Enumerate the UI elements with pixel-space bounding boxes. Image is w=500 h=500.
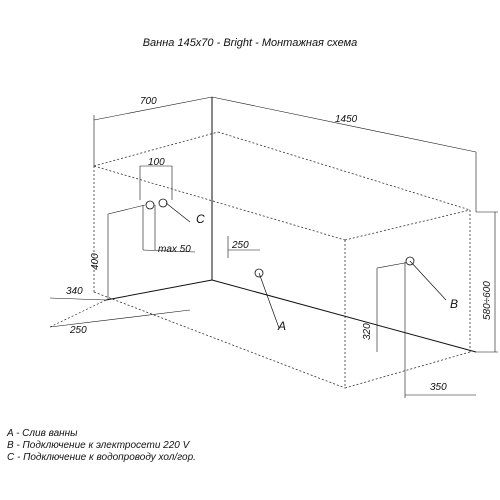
- wall-floor-edge-left: [105, 279, 213, 301]
- legend-item-b: B - Подключение к электросети 220 V: [7, 440, 190, 451]
- dim-length-label: 1450: [335, 114, 358, 125]
- dim-350-label: 350: [430, 382, 447, 393]
- legend-item-a: A - Слив ванны: [7, 428, 78, 439]
- outline-edge: [93, 165, 346, 241]
- dim-580-600-label: 580÷600: [482, 281, 493, 320]
- leader-b: [409, 260, 447, 301]
- legend-item-c: C - Подключение к водопроводу хол/гор.: [7, 452, 196, 463]
- water-inlet-point: [145, 200, 155, 210]
- point-label-b: B: [450, 297, 458, 311]
- dim-100-label: 100: [148, 157, 165, 168]
- dimension-lines: [49, 96, 498, 398]
- wall-corner: [105, 97, 477, 353]
- dim-320-label: 320: [362, 323, 373, 340]
- dim-340-label: 340: [66, 286, 83, 297]
- wall-floor-edge-right: [211, 279, 477, 353]
- point-label-c: C: [196, 212, 205, 226]
- outline-edge: [93, 131, 219, 167]
- leader-lines: [165, 202, 447, 329]
- diagram-title: Ванна 145x70 - Bright - Монтажная схема: [142, 37, 358, 49]
- dim-250-side-label: 250: [69, 325, 87, 336]
- leader-c: [165, 202, 191, 223]
- dim-400-label: 400: [90, 253, 101, 270]
- dim-width-label: 700: [140, 96, 157, 107]
- outline-edge: [344, 351, 471, 389]
- point-label-a: A: [277, 319, 286, 333]
- dim-250-drain-label: 250: [231, 240, 249, 251]
- connection-points: [145, 198, 415, 278]
- outline-edge: [93, 291, 346, 389]
- tub-outline: [93, 131, 471, 389]
- leader-a: [258, 272, 280, 329]
- outline-edge: [217, 131, 471, 211]
- dim-max50-label: max 50: [158, 244, 191, 255]
- outline-edge: [344, 209, 471, 241]
- water-inlet-point: [158, 198, 168, 208]
